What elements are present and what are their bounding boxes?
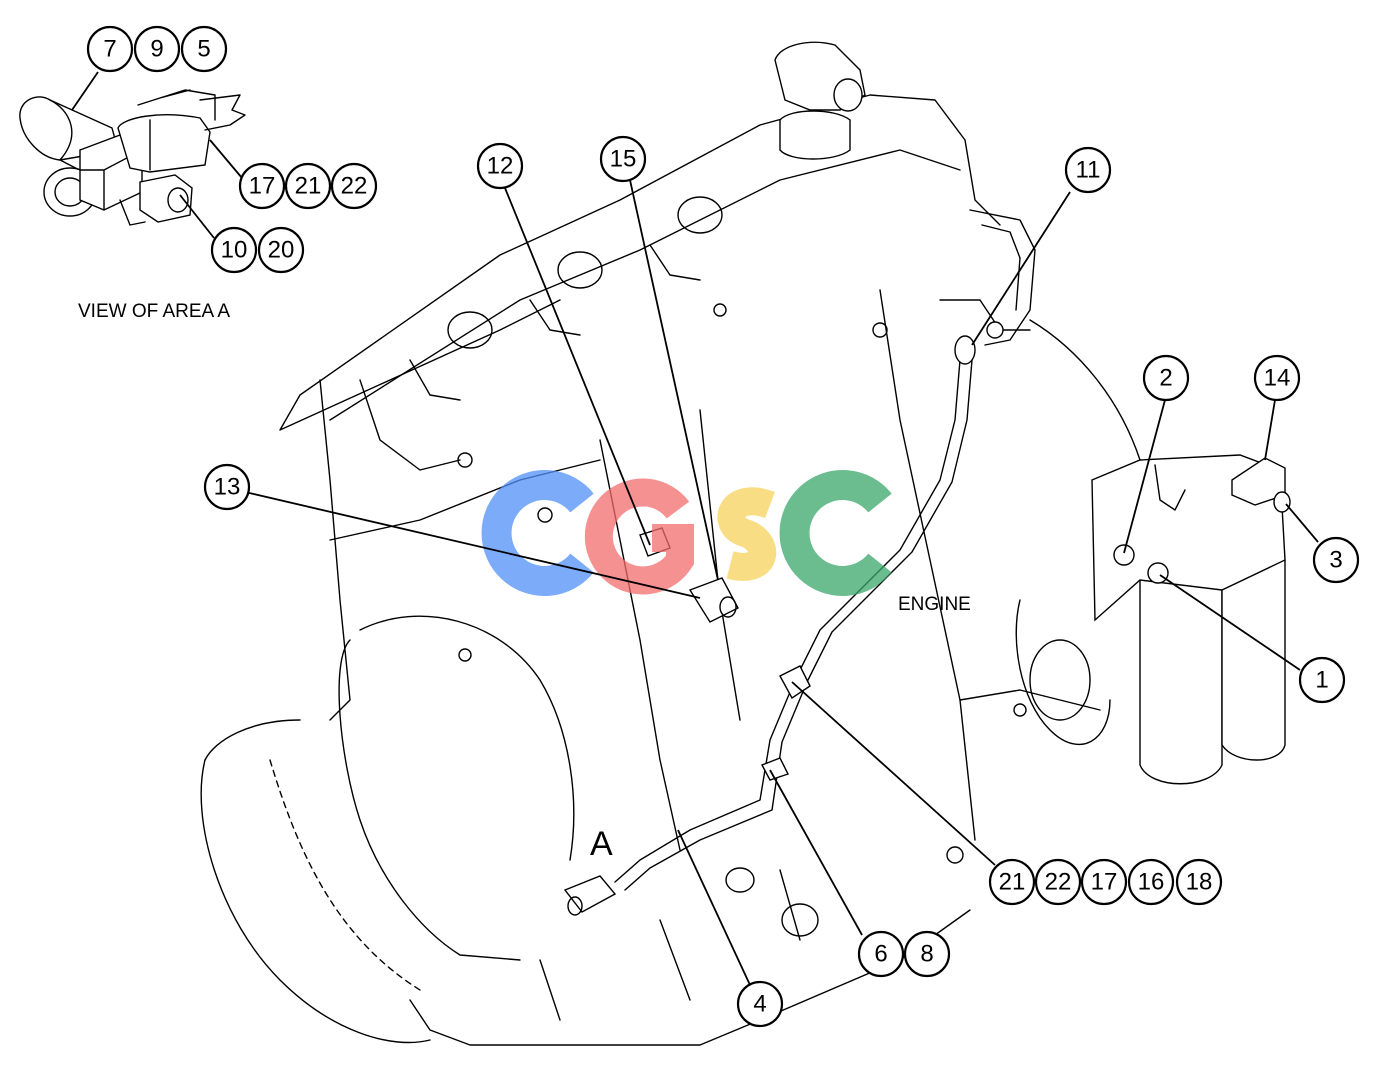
svg-text:17: 17 bbox=[249, 173, 276, 200]
svg-text:10: 10 bbox=[221, 237, 248, 264]
svg-text:18: 18 bbox=[1186, 869, 1213, 896]
callout-4: 4 bbox=[736, 980, 784, 1028]
callout-17-inset: 17 bbox=[238, 162, 286, 210]
svg-text:3: 3 bbox=[1329, 547, 1342, 574]
callout-16: 16 bbox=[1127, 858, 1175, 906]
svg-text:21: 21 bbox=[999, 869, 1026, 896]
svg-text:20: 20 bbox=[268, 237, 295, 264]
callout-22-inset: 22 bbox=[330, 162, 378, 210]
callout-7: 7 bbox=[86, 25, 134, 73]
svg-text:8: 8 bbox=[920, 941, 933, 968]
callout-20: 20 bbox=[257, 226, 305, 274]
svg-text:6: 6 bbox=[874, 941, 887, 968]
svg-text:11: 11 bbox=[1076, 157, 1101, 184]
svg-text:14: 14 bbox=[1264, 365, 1291, 392]
area-a-inset-drawing bbox=[19, 89, 246, 226]
svg-text:2: 2 bbox=[1159, 365, 1172, 392]
watermark-logo bbox=[481, 470, 892, 596]
svg-text:22: 22 bbox=[1045, 869, 1072, 896]
leader-lines bbox=[71, 71, 1319, 986]
callout-18: 18 bbox=[1175, 858, 1223, 906]
svg-text:4: 4 bbox=[753, 991, 766, 1018]
svg-text:22: 22 bbox=[341, 173, 368, 200]
svg-text:15: 15 bbox=[610, 146, 637, 173]
svg-text:1: 1 bbox=[1315, 667, 1328, 694]
svg-text:13: 13 bbox=[214, 474, 241, 501]
callout-2: 2 bbox=[1142, 354, 1190, 402]
callout-21-inset: 21 bbox=[284, 162, 332, 210]
callout-12: 12 bbox=[476, 142, 524, 190]
svg-text:5: 5 bbox=[197, 36, 210, 63]
callout-22: 22 bbox=[1034, 858, 1082, 906]
svg-text:7: 7 bbox=[103, 36, 116, 63]
callout-13: 13 bbox=[203, 463, 251, 511]
svg-text:21: 21 bbox=[295, 173, 322, 200]
callout-11: 11 bbox=[1064, 146, 1112, 194]
callout-17: 17 bbox=[1080, 858, 1128, 906]
callout-3: 3 bbox=[1312, 536, 1360, 584]
callout-15: 15 bbox=[599, 135, 647, 183]
svg-text:17: 17 bbox=[1091, 869, 1118, 896]
engine-label: ENGINE bbox=[898, 594, 971, 615]
callout-6: 6 bbox=[857, 930, 905, 978]
svg-text:12: 12 bbox=[487, 153, 514, 180]
svg-text:16: 16 bbox=[1138, 869, 1165, 896]
svg-text:9: 9 bbox=[150, 36, 163, 63]
callout-9: 9 bbox=[133, 25, 181, 73]
callout-1: 1 bbox=[1298, 656, 1346, 704]
callout-10: 10 bbox=[210, 226, 258, 274]
callout-21: 21 bbox=[988, 858, 1036, 906]
callout-14: 14 bbox=[1253, 354, 1301, 402]
view-of-area-a-label: VIEW OF AREA A bbox=[78, 301, 230, 322]
area-a-marker: A bbox=[590, 825, 613, 863]
callout-5: 5 bbox=[180, 25, 228, 73]
callout-8: 8 bbox=[903, 930, 951, 978]
